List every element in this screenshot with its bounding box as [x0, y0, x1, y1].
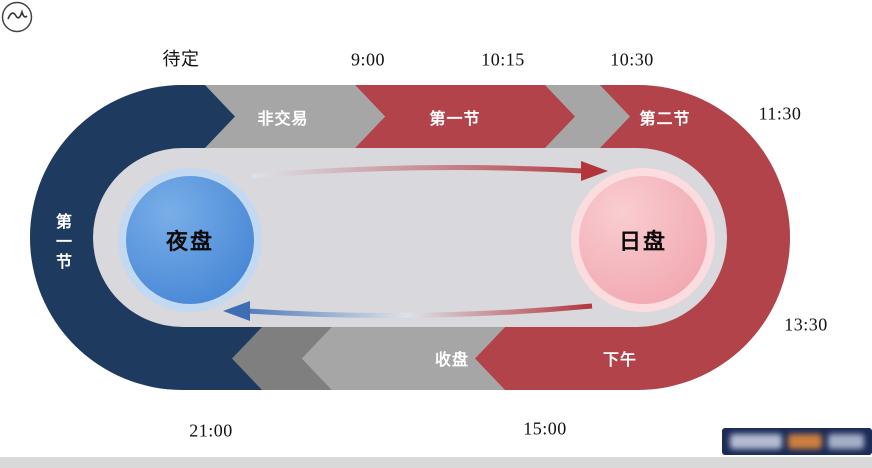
time-label-night-open: 21:00 [189, 420, 233, 441]
watermark-blur-text [828, 434, 864, 449]
time-label-break-start: 10:15 [481, 49, 525, 70]
bottom-chevron-segment [232, 327, 332, 390]
night-to-day-arrow [251, 164, 584, 179]
night-market-label: 夜盘 [165, 229, 215, 254]
time-label-morning-open: 9:00 [350, 49, 386, 70]
segment-label-session-one: 第一节 [429, 111, 481, 128]
watermark-blur-text [788, 434, 822, 449]
time-label-lunch-start: 11:30 [758, 103, 802, 124]
time-label-break-end: 10:30 [610, 49, 654, 70]
day-to-night-arrow [247, 303, 593, 318]
watermark-banner [722, 428, 872, 455]
night-to-day-arrowhead-icon [581, 161, 608, 181]
time-label-tbd: 待定 [162, 49, 200, 69]
time-label-market-close: 15:00 [523, 418, 567, 439]
footer-strip [0, 457, 872, 468]
segment-label-session-two: 第二节 [639, 111, 691, 128]
segment-label-closing: 收盘 [434, 352, 470, 369]
segment-label-night-session: 第一节 [53, 213, 70, 273]
day-session-circle [571, 168, 715, 312]
watermark-stamp-icon [1, 1, 33, 33]
watermark-blur-text [730, 434, 782, 449]
closing-segment [302, 327, 505, 390]
segment-label-non-trading: 非交易 [257, 111, 309, 128]
segment-label-afternoon: 下午 [602, 352, 638, 369]
day-market-label: 日盘 [618, 229, 668, 254]
afternoon-segment [475, 327, 640, 390]
day-to-night-arrowhead-icon [223, 301, 250, 321]
night-session-circle [118, 168, 262, 312]
separator-chevron-segment [545, 85, 630, 148]
track-inner-area [93, 148, 727, 327]
non-trading-segment [205, 85, 385, 148]
session-one-segment [355, 85, 575, 148]
time-label-afternoon-open: 13:30 [784, 314, 828, 335]
